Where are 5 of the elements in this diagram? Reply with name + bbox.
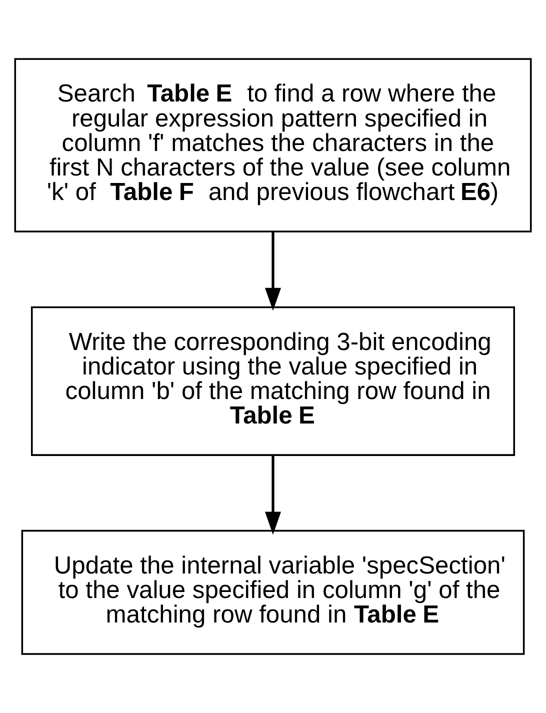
arrow <box>264 232 282 311</box>
node-box: Search Table E to find a row where the regular expression pattern specified in column 'f' matches the characters in the first N characters of the value (see column 'k' of Table F and previous flowchart E6) <box>14 58 532 232</box>
arrow <box>264 456 282 535</box>
node-box: Update the internal variable 'specSection' to the value specified in column 'g' of the matching row found in Table E <box>21 530 525 655</box>
node-box: Write the corresponding 3-bit encoding indicator using the value specified in column 'b' of the matching row found in Table E <box>30 306 516 456</box>
